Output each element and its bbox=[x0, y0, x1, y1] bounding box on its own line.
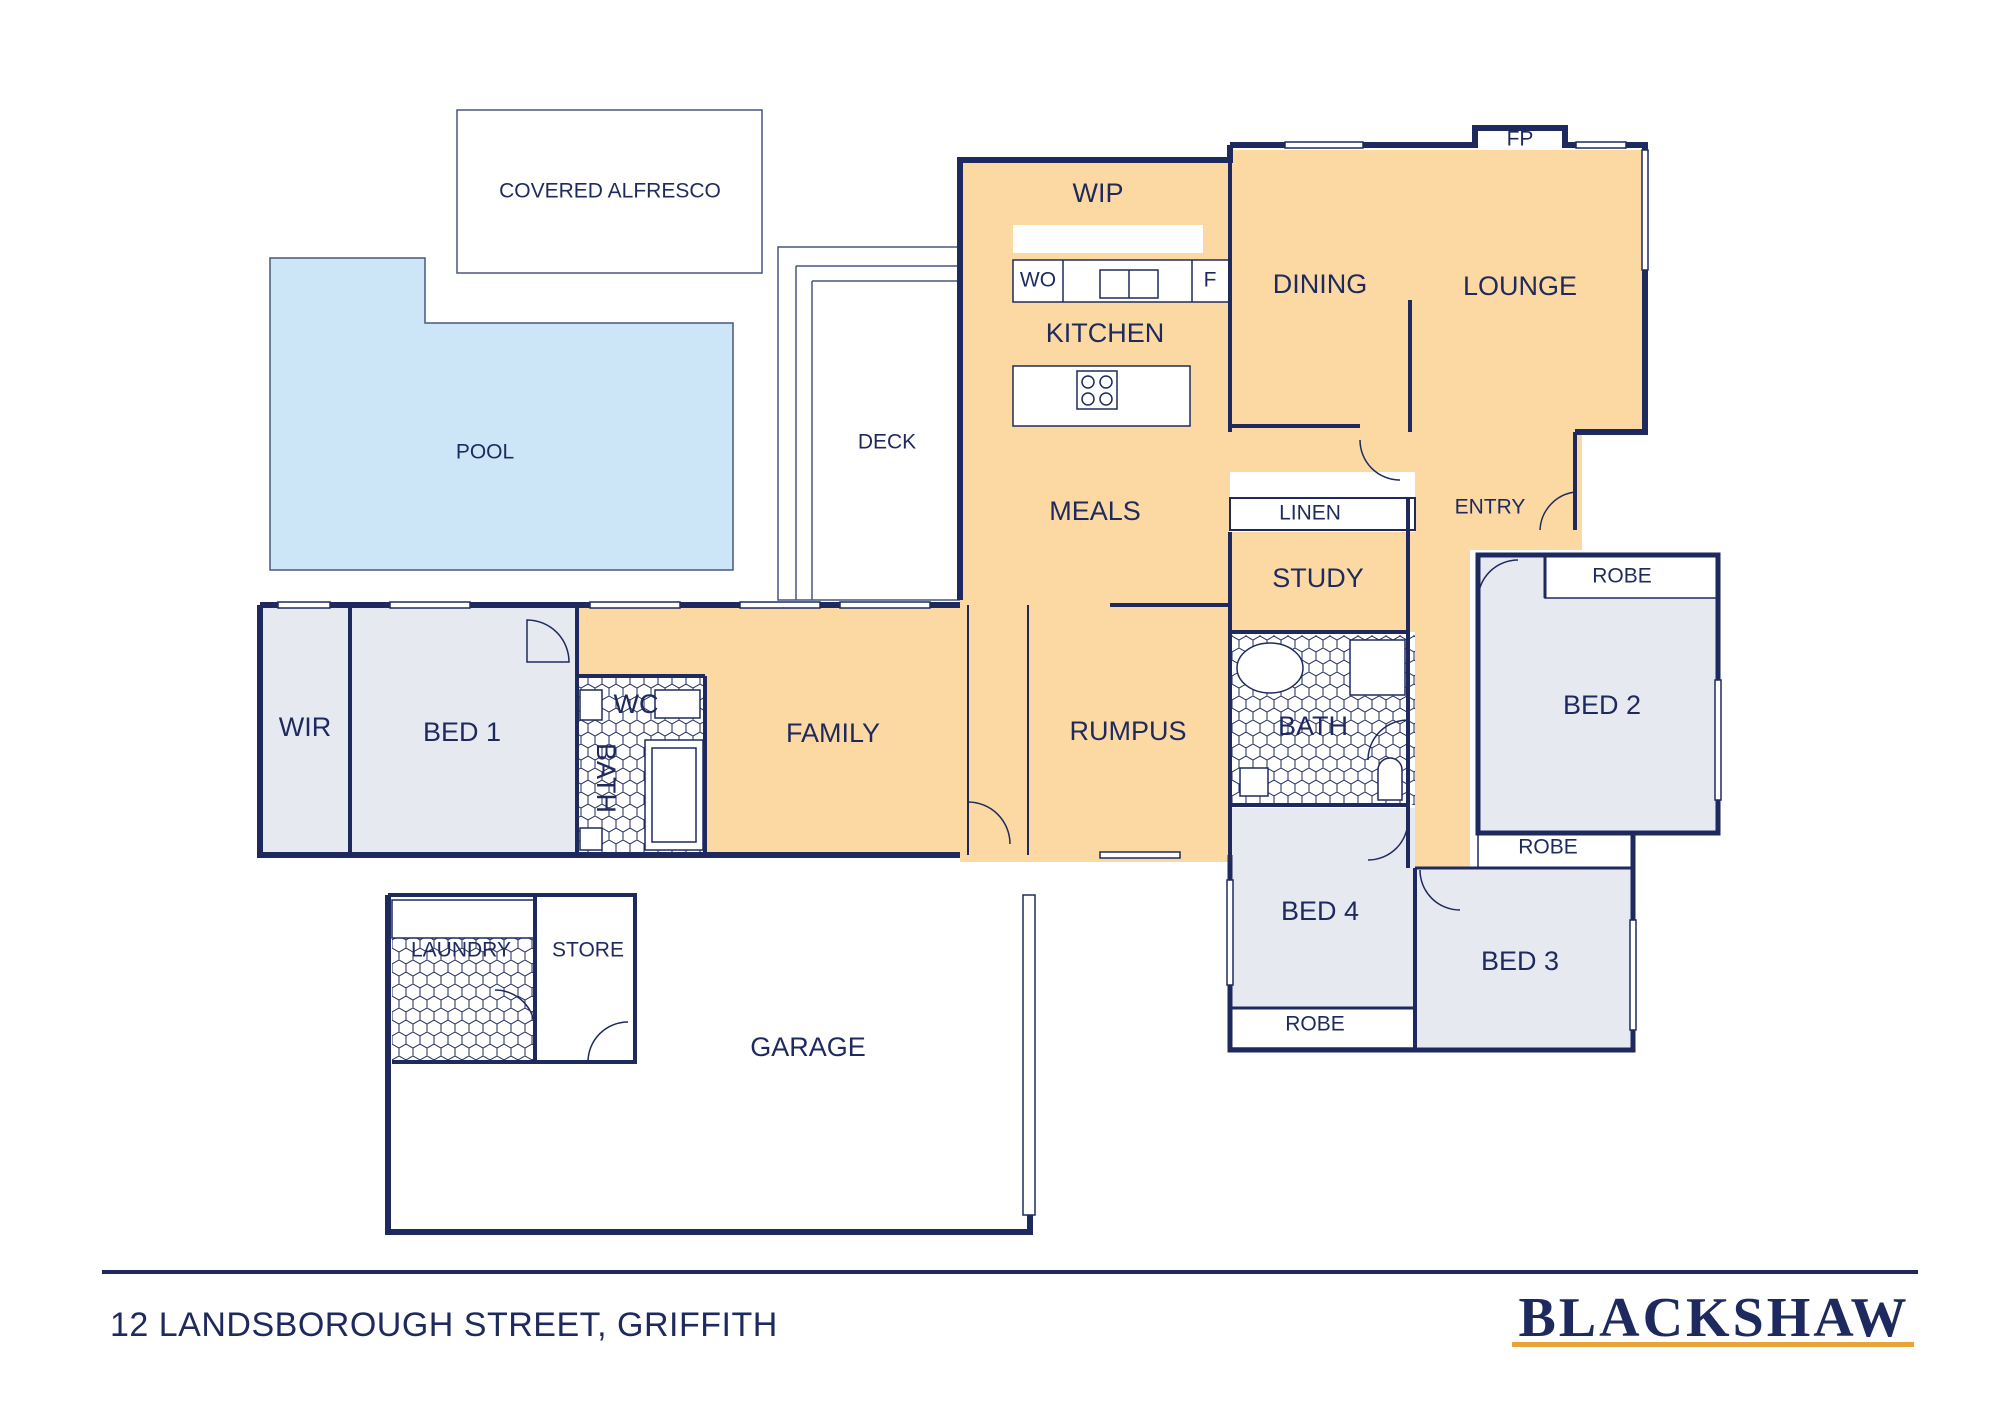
label-f: F bbox=[1204, 269, 1217, 292]
label-deck: DECK bbox=[858, 431, 916, 454]
label-covered-alfresco: COVERED ALFRESCO bbox=[499, 180, 721, 203]
label-bath-ensuite: BATH bbox=[591, 743, 621, 813]
label-fp: FP bbox=[1507, 128, 1534, 151]
label-robe-bed4: ROBE bbox=[1285, 1013, 1345, 1036]
brand-logo: BLACKSHAW bbox=[1518, 1287, 1910, 1349]
bedroom-fills bbox=[260, 555, 1718, 1048]
label-store: STORE bbox=[552, 939, 624, 962]
label-linen: LINEN bbox=[1279, 502, 1341, 525]
label-wip: WIP bbox=[1073, 178, 1124, 208]
cooktop-icon bbox=[1076, 370, 1118, 410]
label-garage: GARAGE bbox=[750, 1032, 866, 1062]
sink-icon bbox=[1099, 269, 1159, 299]
linen-cupboard bbox=[1229, 497, 1416, 531]
label-wo: WO bbox=[1020, 269, 1056, 292]
label-wir: WIR bbox=[279, 712, 331, 742]
covered-alfresco-area bbox=[456, 109, 763, 274]
label-robe-bed2: ROBE bbox=[1592, 565, 1652, 588]
label-bed2: BED 2 bbox=[1563, 690, 1641, 720]
label-rumpus: RUMPUS bbox=[1069, 716, 1186, 746]
label-pool: POOL bbox=[456, 441, 514, 464]
label-kitchen: KITCHEN bbox=[1046, 318, 1165, 348]
doors bbox=[494, 439, 1576, 1063]
property-address: 12 LANDSBOROUGH STREET, GRIFFITH bbox=[110, 1306, 778, 1344]
deck-steps bbox=[795, 265, 960, 600]
ensuite-fixtures bbox=[579, 689, 704, 851]
label-bed1: BED 1 bbox=[423, 717, 501, 747]
label-meals: MEALS bbox=[1049, 496, 1141, 526]
label-lounge: LOUNGE bbox=[1463, 271, 1577, 301]
laundry-bench bbox=[391, 899, 536, 939]
deck-area bbox=[777, 246, 961, 601]
label-family: FAMILY bbox=[786, 718, 880, 748]
label-laundry: LAUNDRY bbox=[411, 939, 511, 962]
label-bed4: BED 4 bbox=[1281, 896, 1359, 926]
kitchen-bench-white bbox=[1013, 225, 1203, 253]
brand-logo-underline bbox=[1512, 1342, 1914, 1347]
label-study: STUDY bbox=[1272, 563, 1364, 593]
label-bath-main: BATH bbox=[1278, 711, 1348, 741]
label-dining: DINING bbox=[1273, 269, 1368, 299]
label-entry: ENTRY bbox=[1455, 496, 1526, 519]
main-bath-fixtures bbox=[1236, 639, 1406, 801]
label-robe-bed3: ROBE bbox=[1518, 836, 1578, 859]
pool-area bbox=[269, 257, 734, 571]
label-bed3: BED 3 bbox=[1481, 946, 1559, 976]
label-wc: WC bbox=[614, 689, 659, 719]
footer-divider bbox=[102, 1270, 1918, 1274]
windows bbox=[277, 141, 1722, 1216]
